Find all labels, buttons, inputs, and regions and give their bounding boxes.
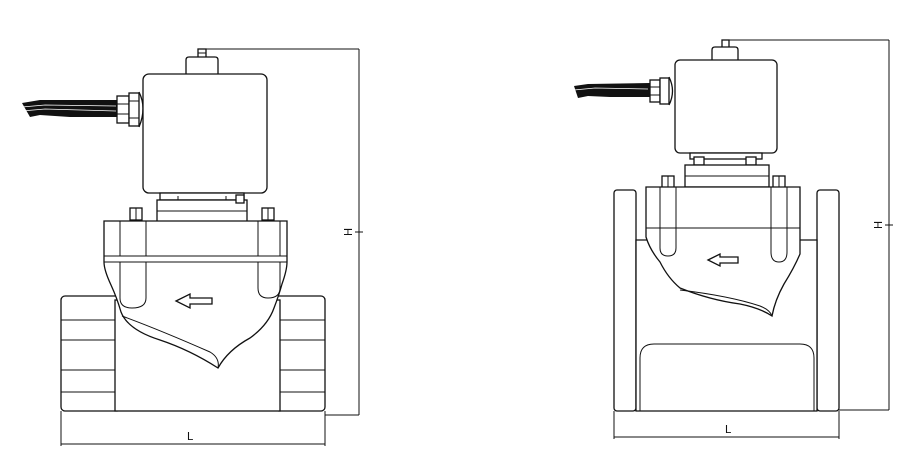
right-valve-flange-left [613, 189, 637, 412]
right-valve-flow-arrow-icon [706, 252, 739, 268]
right-valve-flange-right [816, 189, 840, 412]
left-valve-body [103, 220, 288, 369]
right-valve-coil-cap [711, 46, 739, 60]
left-valve-port-right [274, 295, 326, 412]
right-valve-bolt-right [772, 175, 786, 189]
left-valve-length-dimension: L [60, 411, 326, 446]
left-valve-bolt-right [261, 207, 275, 221]
right-valve-cable-gland [649, 76, 674, 106]
left-valve-cable [21, 100, 118, 117]
left-valve-height-label: H [342, 228, 355, 236]
left-valve-flow-arrow-icon [174, 292, 213, 310]
right-valve-length-dimension: L [613, 411, 840, 439]
left-valve-bolt-left [129, 207, 143, 221]
right-valve-body [645, 186, 801, 318]
right-valve-height-dimension: H [729, 39, 893, 411]
left-valve-coil-cap [185, 56, 219, 74]
right-valve-cable [573, 83, 650, 98]
right-valve-height-label: H [872, 221, 885, 229]
left-valve-cable-gland [116, 91, 144, 128]
left-valve-stem-nut [159, 192, 245, 201]
left-valve: H L [21, 48, 363, 446]
left-valve-length-label: L [187, 430, 194, 443]
right-valve-length-label: L [725, 423, 732, 436]
right-valve-bolt-left [661, 175, 675, 189]
left-valve-coil [142, 73, 268, 194]
left-valve-bonnet [156, 194, 248, 223]
right-valve: H L [573, 39, 893, 439]
right-valve-coil [674, 59, 778, 154]
right-valve-stem-nut [689, 152, 763, 160]
left-valve-height-dimension: H [206, 48, 363, 416]
left-valve-port-left [60, 295, 122, 412]
